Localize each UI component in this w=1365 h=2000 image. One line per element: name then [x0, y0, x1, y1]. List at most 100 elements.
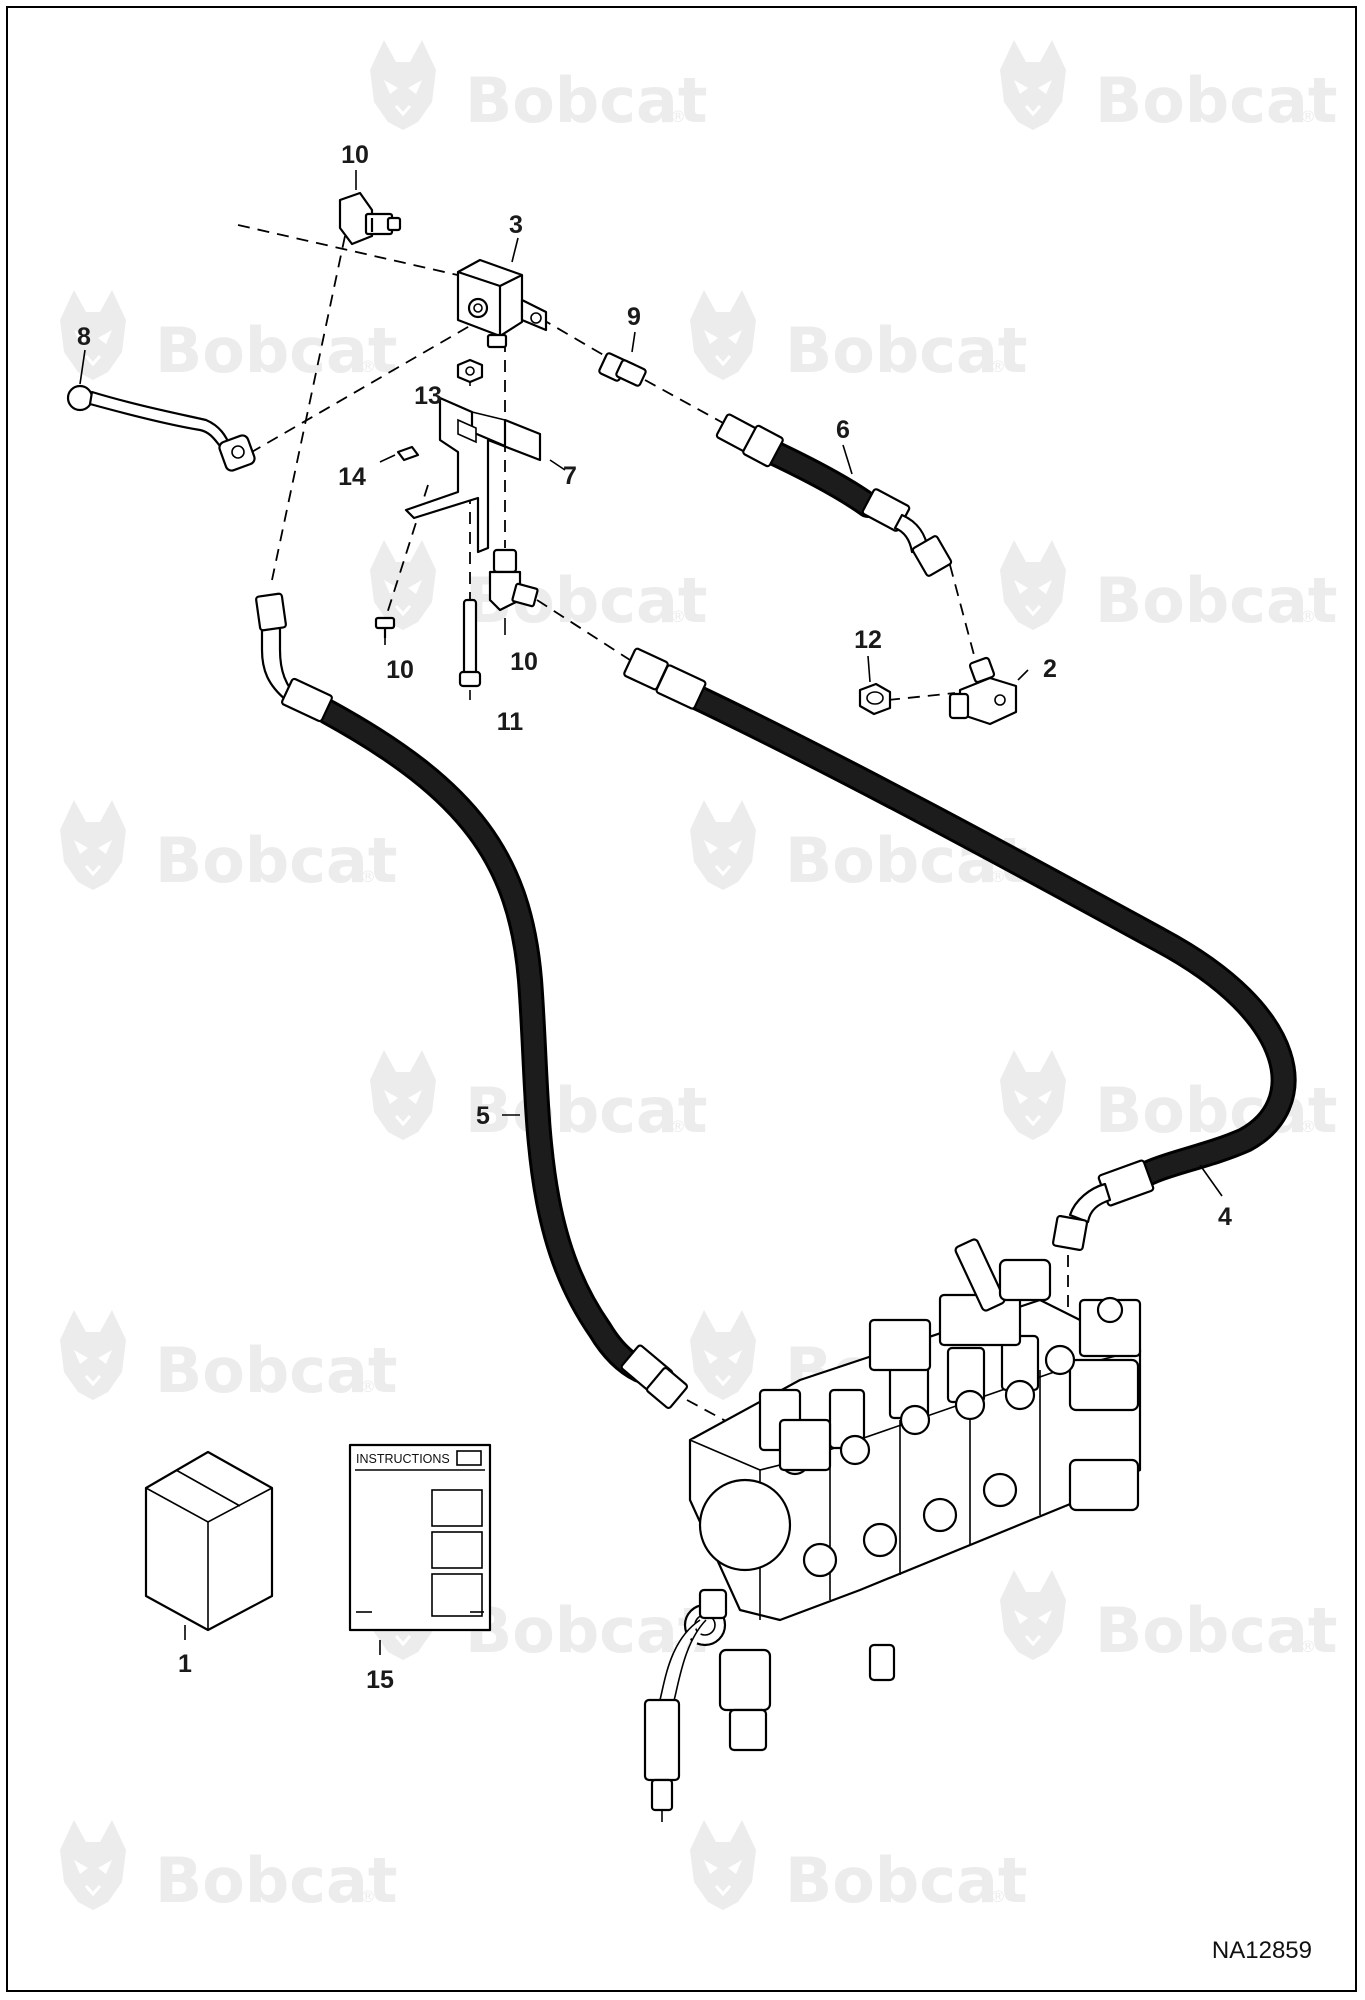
- callout-4: 4: [1218, 1203, 1232, 1231]
- part-14-clip-lower: [396, 445, 420, 462]
- bobcat-head-icon: [58, 288, 128, 382]
- callout-3: 3: [509, 211, 523, 239]
- watermark-text: Bobcat: [1095, 564, 1337, 637]
- part-11-screw: [374, 616, 396, 638]
- instructions-heading: INSTRUCTIONS: [356, 1452, 450, 1466]
- watermark-text: Bobcat: [465, 1074, 707, 1147]
- registered-mark: ®: [360, 1377, 376, 1396]
- bobcat-head-icon: [998, 38, 1068, 132]
- registered-mark: ®: [670, 107, 686, 126]
- part-7-bracket: [404, 396, 542, 554]
- bobcat-watermark: Bobcat®: [688, 288, 1027, 387]
- part-8-lever: [66, 384, 256, 472]
- watermark-text: Bobcat: [155, 1334, 397, 1407]
- callout-1: 1: [178, 1650, 192, 1678]
- drawing-number: NA12859: [1212, 1937, 1312, 1964]
- bobcat-watermark: Bobcat®: [998, 1568, 1337, 1667]
- watermark-text: Bobcat: [1095, 64, 1337, 137]
- watermark-text: Bobcat: [1095, 1074, 1337, 1147]
- part-10-elbow-lower: [488, 548, 539, 612]
- callout-10-upper: 10: [341, 141, 369, 169]
- watermark-text: Bobcat: [785, 314, 1027, 387]
- part-10-elbow-upper: [338, 191, 402, 246]
- bobcat-watermark: Bobcat®: [998, 38, 1337, 137]
- watermark-layer: Bobcat®Bobcat®Bobcat®Bobcat®Bobcat®Bobca…: [58, 38, 1337, 1917]
- hose-6-fittings: [715, 413, 953, 577]
- part-2-tee: [948, 656, 1018, 726]
- hose-5-lower-fitting: [620, 1344, 689, 1410]
- callout-10-lower: 10: [510, 648, 538, 676]
- registered-mark: ®: [670, 607, 686, 626]
- part-14-nut-upper: [456, 358, 484, 384]
- bobcat-head-icon: [368, 1048, 438, 1142]
- part-1-box: [144, 1450, 274, 1632]
- watermark-text: Bobcat: [785, 1844, 1027, 1917]
- bobcat-watermark: Bobcat®: [368, 538, 707, 637]
- bobcat-watermark: Bobcat®: [58, 288, 397, 387]
- registered-mark: ®: [360, 867, 376, 886]
- bobcat-watermark: Bobcat®: [58, 798, 397, 897]
- callout-13: 12: [854, 626, 882, 654]
- part-9-fitting: [598, 352, 647, 387]
- hose-5: [315, 699, 653, 1383]
- part-12-bolt: [458, 598, 482, 688]
- bobcat-head-icon: [368, 38, 438, 132]
- bobcat-head-icon: [58, 1818, 128, 1912]
- callout-14-lower: 14: [338, 463, 366, 491]
- part-15-instruction-manual: INSTRUCTIONS: [348, 1443, 492, 1632]
- registered-mark: ®: [360, 1887, 376, 1906]
- bobcat-head-icon: [998, 538, 1068, 632]
- bobcat-head-icon: [368, 538, 438, 632]
- bobcat-head-icon: [998, 1568, 1068, 1662]
- registered-mark: ®: [990, 357, 1006, 376]
- leader-lines: [79, 170, 1223, 1655]
- bobcat-watermark: Bobcat®: [58, 1818, 397, 1917]
- callouts: 10 3 9 8 6 13 14 7 10 10 11 12 2 4 5 1 1…: [77, 141, 1232, 1694]
- callout-14-upper: 13: [414, 382, 442, 410]
- registered-mark: ®: [1300, 1117, 1316, 1136]
- callout-6: 6: [836, 416, 850, 444]
- bobcat-head-icon: [58, 798, 128, 892]
- callout-2: 2: [1043, 655, 1057, 683]
- hose-6: [755, 437, 881, 518]
- callout-11: 10: [386, 656, 414, 684]
- watermark-text: Bobcat: [155, 314, 397, 387]
- bobcat-head-icon: [688, 288, 758, 382]
- bobcat-head-icon: [998, 1048, 1068, 1142]
- registered-mark: ®: [670, 1117, 686, 1136]
- callout-5: 5: [476, 1102, 490, 1130]
- callout-7: 7: [563, 462, 577, 490]
- bobcat-watermark: Bobcat®: [368, 1568, 707, 1667]
- registered-mark: ®: [1300, 1637, 1316, 1656]
- bobcat-watermark: Bobcat®: [368, 1048, 707, 1147]
- watermark-text: Bobcat: [155, 1844, 397, 1917]
- callout-15: 15: [366, 1666, 394, 1694]
- hose-4: [677, 681, 1297, 1198]
- part-3-valve: [456, 258, 548, 349]
- registered-mark: ®: [990, 1887, 1006, 1906]
- bobcat-head-icon: [688, 798, 758, 892]
- control-valve-assembly: [643, 1238, 1142, 1822]
- hose-4-lower-fitting: [1051, 1159, 1155, 1252]
- part-13-cap: [858, 682, 892, 716]
- hose-4-upper-fitting: [623, 647, 707, 710]
- diagram-border: [6, 6, 1357, 1992]
- bobcat-watermark: Bobcat®: [998, 538, 1337, 637]
- watermark-text: Bobcat: [1095, 1594, 1337, 1667]
- bobcat-watermark: Bobcat®: [368, 38, 707, 137]
- callout-8: 8: [77, 323, 91, 351]
- bobcat-watermark: Bobcat®: [58, 1308, 397, 1407]
- bobcat-watermark: Bobcat®: [688, 1818, 1027, 1917]
- registered-mark: ®: [990, 867, 1006, 886]
- callout-9: 9: [627, 303, 641, 331]
- watermark-text: Bobcat: [465, 1594, 707, 1667]
- callout-12: 11: [497, 708, 524, 736]
- hose-5-upper-fitting: [255, 592, 333, 723]
- registered-mark: ®: [360, 357, 376, 376]
- watermark-text: Bobcat: [465, 64, 707, 137]
- registered-mark: ®: [1300, 607, 1316, 626]
- bobcat-head-icon: [688, 1818, 758, 1912]
- watermark-text: Bobcat: [155, 824, 397, 897]
- bobcat-head-icon: [58, 1308, 128, 1402]
